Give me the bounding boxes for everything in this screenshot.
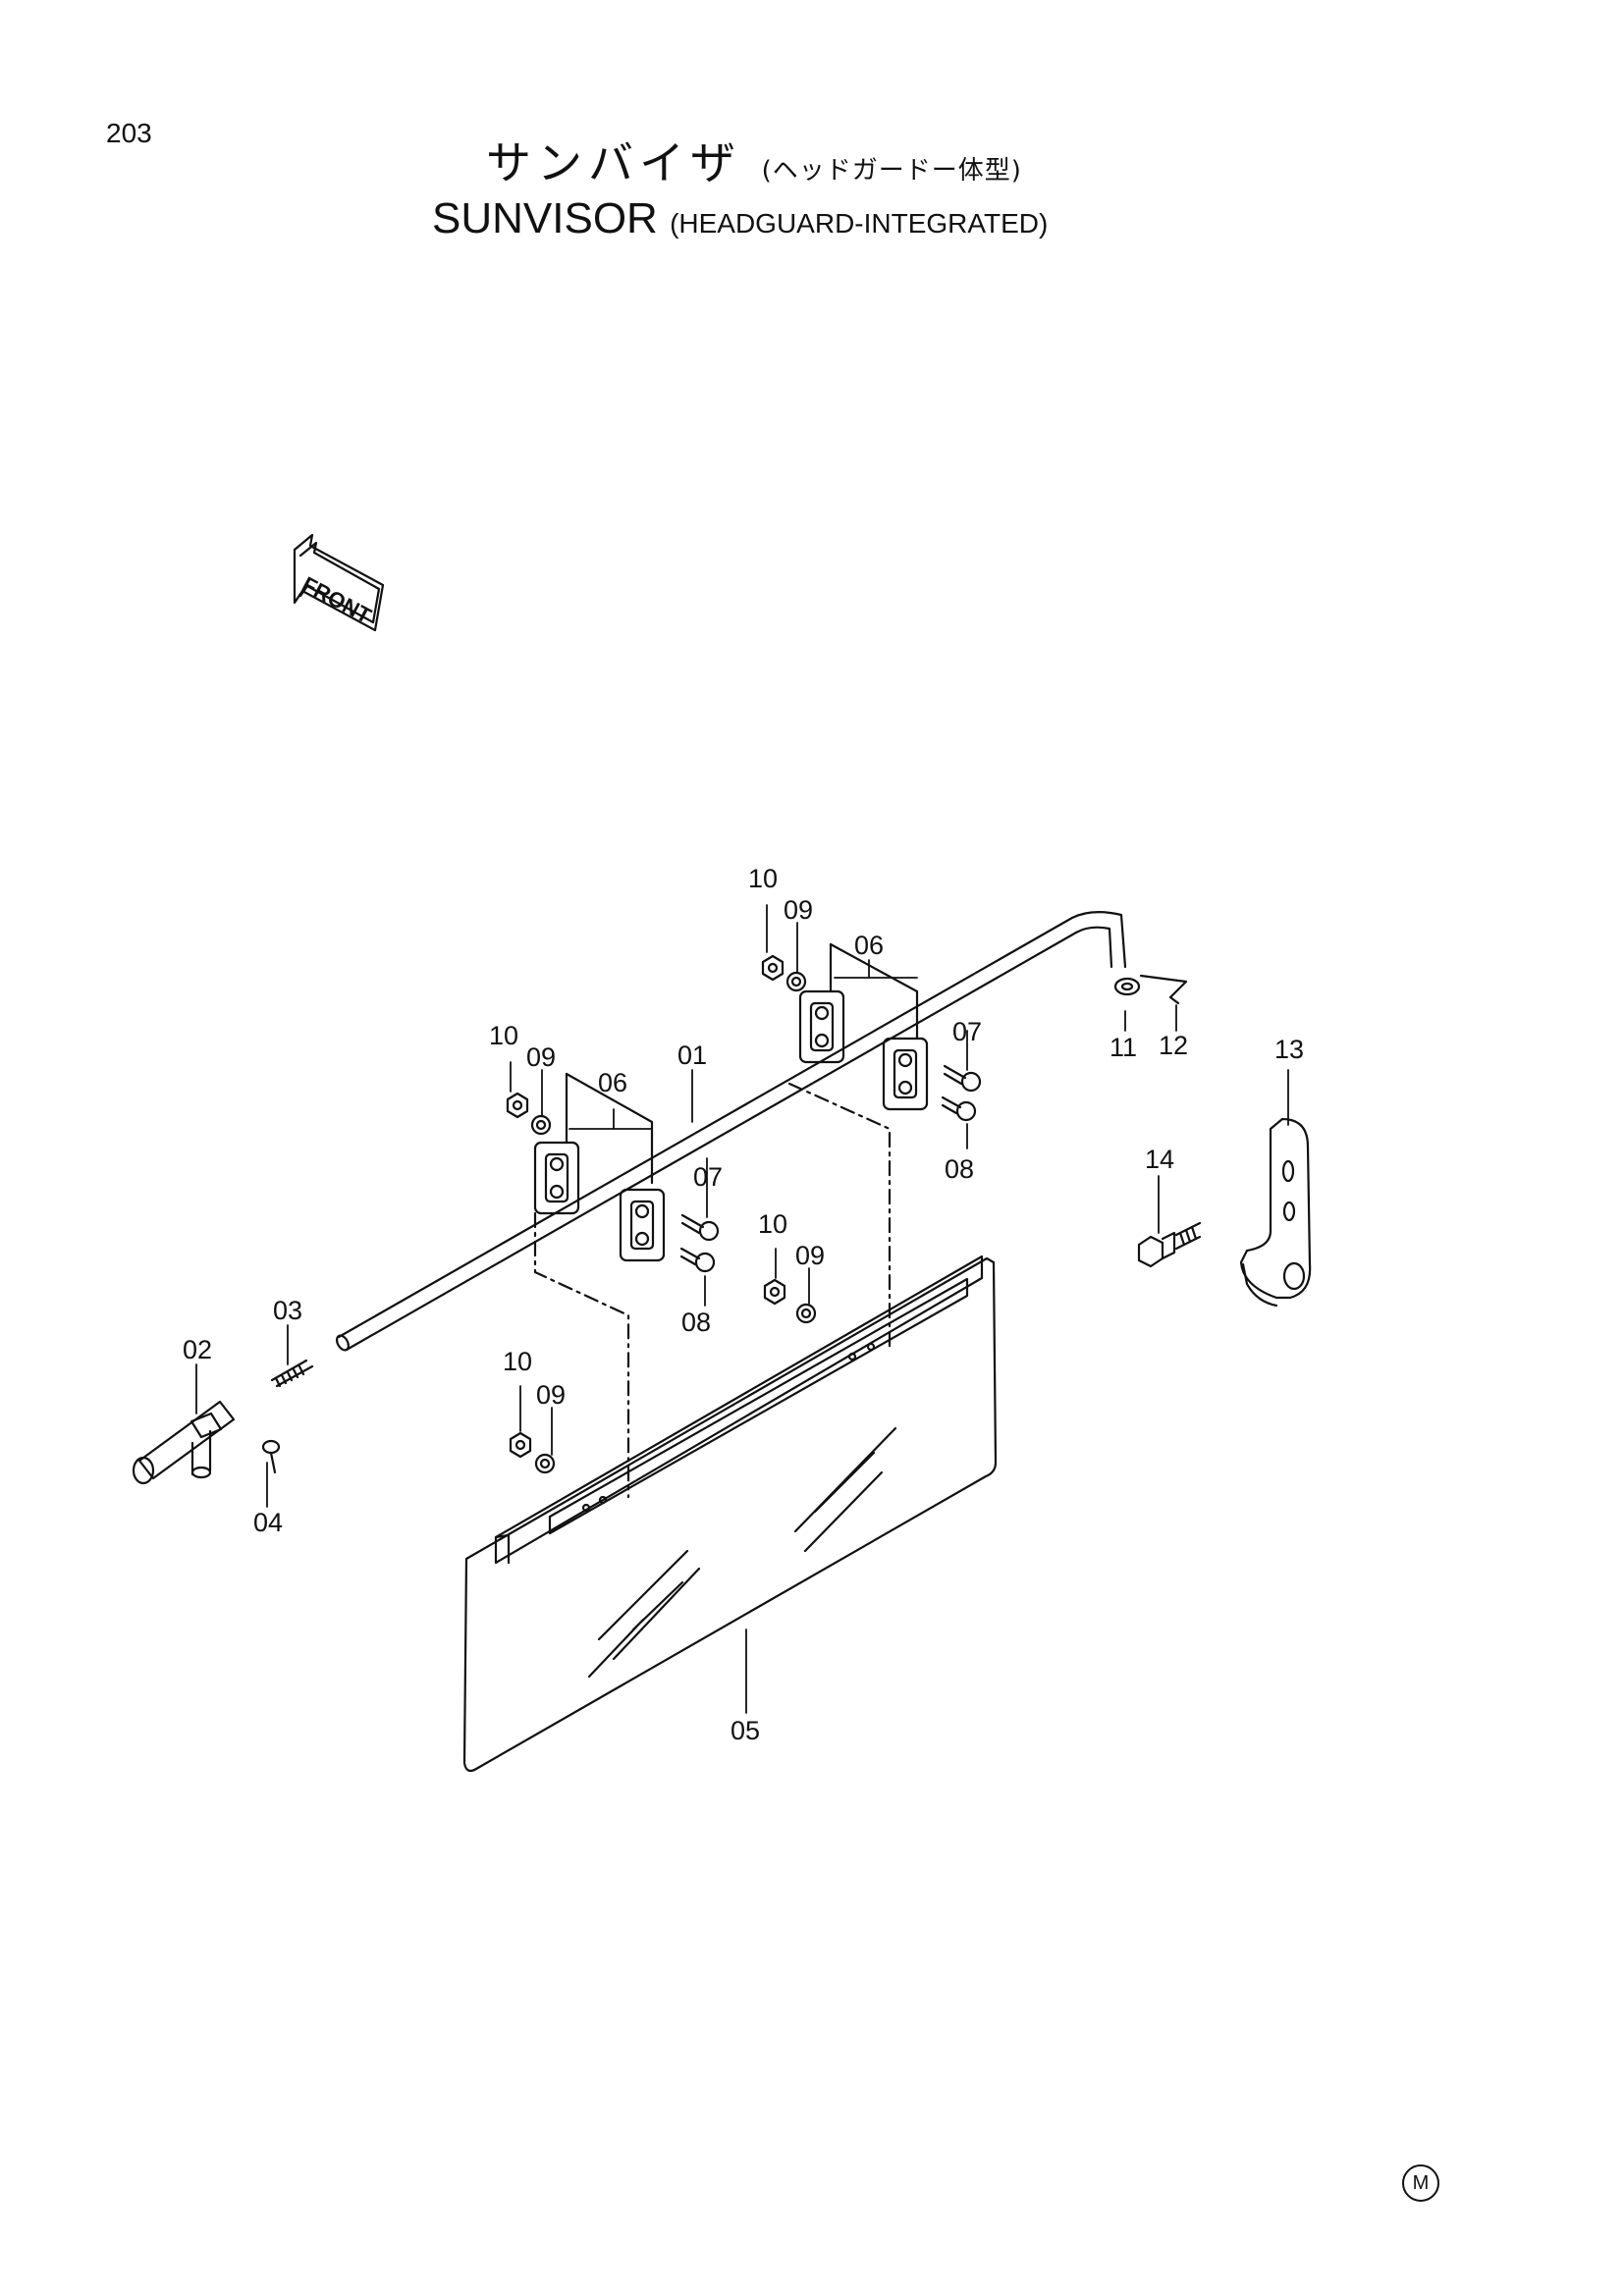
rod-part-01: [336, 911, 1127, 1352]
callout-03: 03: [273, 1296, 302, 1325]
callout-08-left: 08: [681, 1308, 711, 1337]
bolt-part-14: [1137, 1221, 1202, 1268]
title-en-main: SUNVISOR: [432, 194, 658, 242]
callout-11: 11: [1110, 1033, 1137, 1062]
title-en-sub: (HEADGUARD-INTEGRATED): [670, 208, 1049, 239]
callout-07-left: 07: [693, 1162, 723, 1192]
callout-12: 12: [1159, 1031, 1188, 1060]
callout-05: 05: [731, 1716, 760, 1745]
screw-part-04: [261, 1439, 281, 1474]
washer-part-09-d: [534, 1453, 556, 1474]
handle-part-02: [132, 1400, 236, 1485]
bolt-part-08-right: [941, 1095, 977, 1122]
hinge-part-06-left: [533, 1072, 666, 1262]
callout-10-d: 10: [503, 1347, 532, 1376]
bolt-part-07-right: [943, 1064, 982, 1093]
nut-part-10-a: [506, 1092, 529, 1119]
callout-10-a: 10: [489, 1021, 518, 1050]
sunvisor-panel-part-05: [462, 1255, 998, 1773]
washer-part-09-b: [785, 971, 807, 992]
assembly-guide-lines: [533, 1082, 892, 1499]
leader-lines: [195, 904, 1289, 1714]
callout-06-left: 06: [598, 1068, 627, 1097]
front-arrow-icon: [293, 533, 385, 632]
washer-part-09-a: [530, 1114, 552, 1136]
callout-13: 13: [1274, 1035, 1304, 1064]
nut-part-10-c: [763, 1278, 786, 1306]
callout-09-b: 09: [784, 895, 813, 925]
callout-06-right: 06: [854, 931, 884, 960]
title-english: SUNVISOR (HEADGUARD-INTEGRATED): [432, 194, 1048, 243]
title-jp-main: サンバイザ: [486, 136, 741, 189]
page-number: 203: [106, 118, 152, 148]
washer-part-09-c: [795, 1303, 817, 1324]
callout-04: 04: [253, 1508, 283, 1537]
callout-10-c: 10: [758, 1209, 787, 1239]
nut-part-10-d: [509, 1431, 532, 1459]
callout-07-right: 07: [952, 1017, 982, 1046]
callout-08-right: 08: [945, 1154, 974, 1184]
callout-09-a: 09: [526, 1042, 556, 1072]
title-japanese: サンバイザ (ヘッドガードー体型): [486, 128, 1022, 192]
callout-14: 14: [1145, 1145, 1174, 1174]
spring-part-03: [270, 1359, 314, 1388]
callout-02: 02: [183, 1335, 212, 1364]
callout-01: 01: [677, 1041, 707, 1070]
title-jp-sub: (ヘッドガードー体型): [761, 156, 1022, 186]
bracket-part-13: [1239, 1117, 1312, 1308]
pin-part-12: [1113, 974, 1188, 1005]
corner-mark-badge: M: [1402, 2164, 1439, 2202]
hinge-part-06-right: [798, 942, 929, 1111]
bolt-part-07-left: [680, 1213, 720, 1242]
callout-10-b: 10: [748, 864, 778, 893]
callout-09-d: 09: [536, 1380, 566, 1410]
bolt-part-08-left: [679, 1247, 716, 1273]
nut-part-10-b: [761, 954, 785, 982]
callout-09-c: 09: [795, 1241, 825, 1270]
